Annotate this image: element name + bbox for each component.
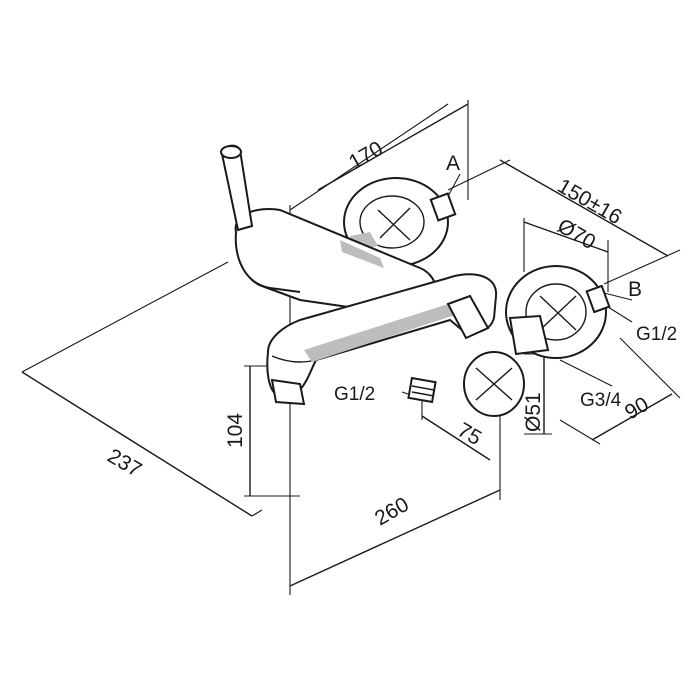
left-eccentric [343, 177, 457, 267]
callout-a: A [446, 152, 460, 175]
callout-g12-left: G1/2 [334, 384, 375, 405]
right-eccentric [505, 265, 611, 359]
dim-90: 90 [621, 393, 653, 425]
mixer-body [234, 208, 439, 320]
diverter-knob [446, 294, 525, 417]
lever-handle [220, 144, 254, 232]
dimension-lines [21, 100, 681, 595]
dim-75: 75 [454, 418, 486, 450]
dim-260: 260 [371, 493, 413, 530]
callout-g12-right: G1/2 [636, 324, 677, 345]
callout-labels: A B G1/2 G1/2 G3/4 [334, 152, 677, 411]
dim-diameter-51: Ø51 [522, 392, 545, 432]
dim-237: 237 [104, 444, 146, 481]
dim-104: 104 [224, 413, 247, 448]
dim-diameter-70: Ø70 [554, 214, 600, 254]
callout-b: B [628, 278, 642, 301]
callout-g34: G3/4 [580, 390, 622, 411]
bottom-outlet [407, 376, 437, 404]
